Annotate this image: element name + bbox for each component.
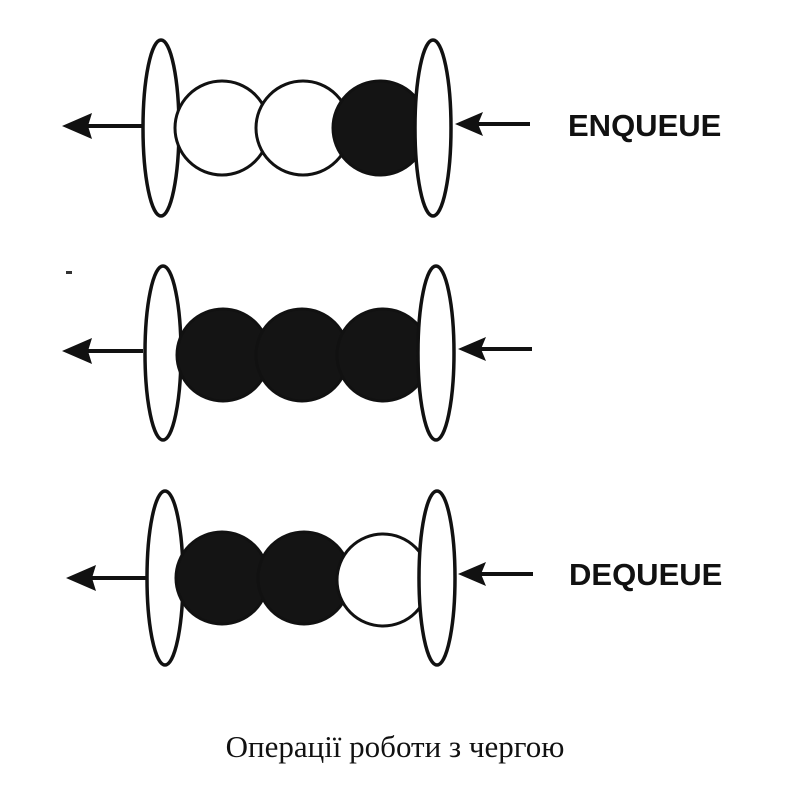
queue-row-full (62, 264, 532, 442)
dequeue-direction-arrow (62, 113, 143, 139)
queue-row-enqueue: ENQUEUE (62, 38, 721, 218)
queue-ball-3 (335, 532, 431, 628)
right-cap-ellipse (416, 264, 456, 442)
enqueue-label: ENQUEUE (568, 108, 721, 143)
figure-caption: Операції роботи з чергою (226, 729, 565, 764)
enqueue-direction-arrow (455, 112, 530, 136)
queue-ball-3 (335, 307, 431, 403)
right-cap-ellipse (417, 489, 457, 667)
right-cap-ellipse (413, 38, 453, 218)
dequeue-direction-arrow (66, 565, 146, 591)
dequeue-direction-arrow (62, 338, 143, 364)
enqueue-direction-arrow (458, 562, 533, 586)
dequeue-label: DEQUEUE (569, 557, 722, 592)
enqueue-direction-arrow (458, 337, 532, 361)
queue-ball-2 (254, 307, 350, 403)
queue-row-dequeue: DEQUEUE (66, 489, 722, 667)
scan-speck (66, 271, 72, 274)
queue-ball-3 (331, 79, 429, 177)
queue-ball-1 (174, 530, 270, 626)
